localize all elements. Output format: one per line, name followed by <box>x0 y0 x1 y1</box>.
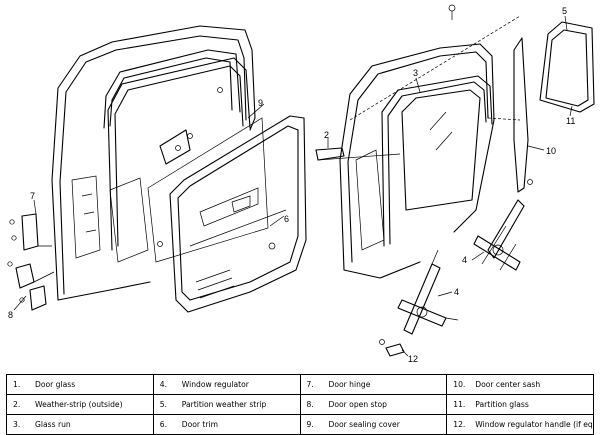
legend-cell: 8.Door open stop <box>299 394 448 415</box>
exploded-door-diagram: 7 8 9 6 2 3 5 10 11 4 4 12 <box>7 4 595 364</box>
callout-labels: 7 8 9 6 2 3 5 10 11 4 4 12 <box>8 6 575 364</box>
callout-2: 2 <box>324 130 329 140</box>
callout-4a: 4 <box>462 255 467 265</box>
callout-4b: 4 <box>454 287 459 297</box>
callout-9: 9 <box>258 98 263 108</box>
legend-cell: 11.Partition glass <box>446 394 594 415</box>
callout-12: 12 <box>408 354 418 364</box>
callout-8: 8 <box>8 310 13 320</box>
legend-cell: 4.Window regulator <box>152 374 301 395</box>
window-regulator-handle <box>379 339 405 357</box>
legend-cell: 3.Glass run <box>6 414 154 435</box>
leader-lines <box>13 15 573 357</box>
callout-10: 10 <box>546 146 556 156</box>
legend-cell: 6.Door trim <box>152 414 301 435</box>
legend-row: 1.Door glass 4.Window regulator 7.Door h… <box>6 374 594 395</box>
glass-run-left <box>107 57 251 251</box>
door-glass <box>401 89 481 211</box>
legend-cell: 7.Door hinge <box>299 374 448 395</box>
door-center-sash <box>448 4 533 193</box>
legend-cell: 1.Door glass <box>6 374 154 395</box>
callout-11: 11 <box>566 116 575 126</box>
legend-row: 2.Weather-strip (outside) 5.Partition we… <box>6 394 594 415</box>
legend-cell: 12.Window regulator handle (if equipped) <box>446 414 594 435</box>
legend-row: 3.Glass run 6.Door trim 9.Door sealing c… <box>6 414 594 435</box>
callout-5: 5 <box>562 6 567 16</box>
legend-cell: 10.Door center sash <box>446 374 594 395</box>
legend-cell: 9.Door sealing cover <box>299 414 448 435</box>
callout-7: 7 <box>30 191 35 201</box>
door-shell-left <box>51 25 256 301</box>
window-regulator <box>397 199 525 335</box>
partition-weather-strip <box>539 21 595 113</box>
parts-legend-table: 1.Door glass 4.Window regulator 7.Door h… <box>6 374 594 435</box>
weather-strip-outside <box>315 147 401 161</box>
diagram-drawing: 7 8 9 6 2 3 5 10 11 4 4 12 <box>7 4 595 364</box>
glass-run-right <box>381 75 493 247</box>
legend-cell: 5.Partition weather strip <box>152 394 301 415</box>
callout-6: 6 <box>284 214 289 224</box>
hinge-parts <box>7 87 276 311</box>
door-frame-right <box>339 15 521 279</box>
door-trim <box>169 115 307 313</box>
legend-cell: 2.Weather-strip (outside) <box>6 394 154 415</box>
door-sealing-cover <box>147 117 269 263</box>
callout-3: 3 <box>413 68 418 78</box>
